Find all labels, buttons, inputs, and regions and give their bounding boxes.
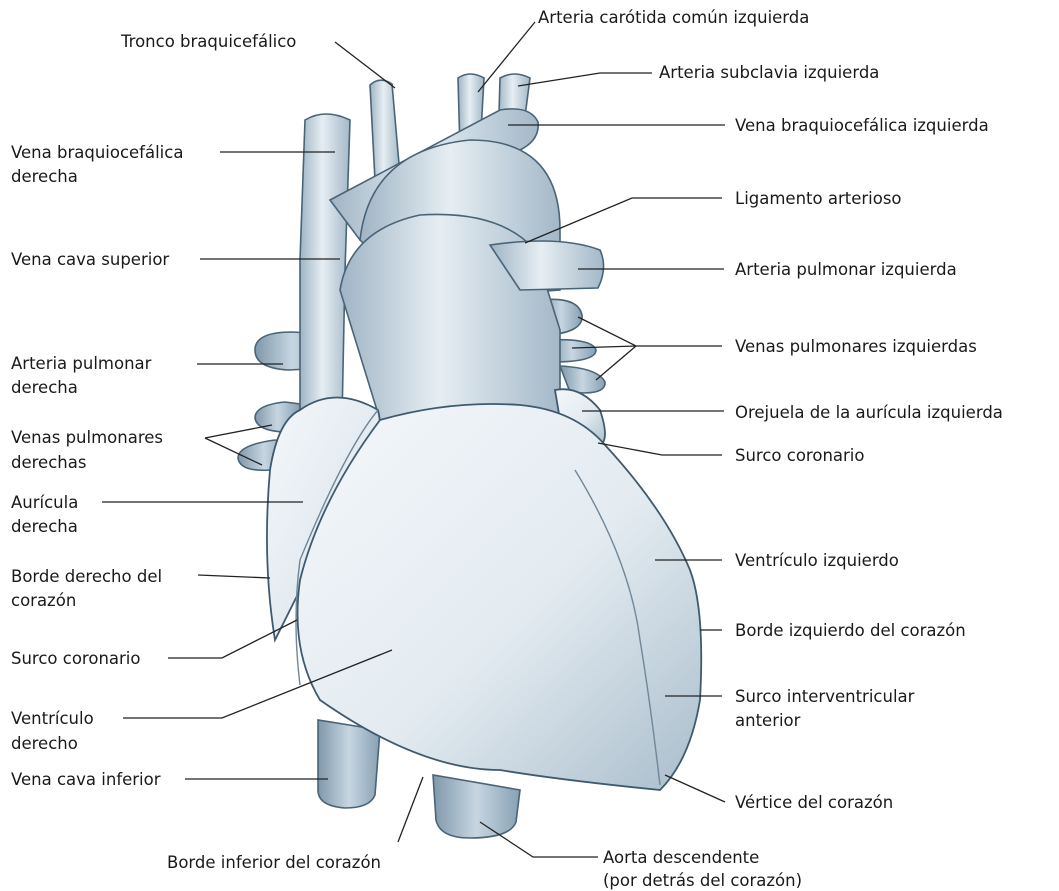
label-vena-braquio-der-1: Vena braquiocefálica bbox=[11, 143, 183, 162]
superior-vena-cava-shape bbox=[300, 114, 350, 420]
label-aorta-1: Aorta descendente bbox=[603, 848, 759, 867]
label-borde-der-1: Borde derecho del bbox=[11, 567, 162, 586]
label-borde-der-2: corazón bbox=[11, 591, 76, 610]
label-arteria-pulm-der-1: Arteria pulmonar bbox=[11, 354, 152, 373]
label-ligamento: Ligamento arterioso bbox=[735, 189, 902, 208]
label-auricula-1: Aurícula bbox=[11, 493, 78, 512]
label-vena-braquio-der-2: derecha bbox=[11, 167, 78, 186]
label-ventriculo-izq: Ventrículo izquierdo bbox=[735, 551, 899, 570]
label-venas-pulm-der-2: derechas bbox=[11, 453, 86, 472]
label-vertice: Vértice del corazón bbox=[735, 793, 893, 812]
label-arteria-pulm-der-2: derecha bbox=[11, 378, 78, 397]
label-borde-inf: Borde inferior del corazón bbox=[167, 853, 381, 872]
label-arteria-subclavia: Arteria subclavia izquierda bbox=[659, 63, 879, 82]
label-tronco-braquiocefalico: Tronco braquicefálico bbox=[120, 32, 296, 51]
descending-aorta-shape bbox=[433, 775, 520, 838]
label-arteria-carotida: Arteria carótida común izquierda bbox=[538, 8, 809, 27]
label-vena-cava-inf: Vena cava inferior bbox=[11, 770, 161, 789]
label-auricula-2: derecha bbox=[11, 517, 78, 536]
label-ventriculo-der-1: Ventrículo bbox=[11, 709, 94, 728]
label-orejuela: Orejuela de la aurícula izquierda bbox=[735, 403, 1003, 422]
label-ventriculo-der-2: derecho bbox=[11, 734, 78, 753]
great-vessels bbox=[300, 74, 604, 420]
label-vena-cava-sup: Vena cava superior bbox=[11, 250, 169, 269]
label-aorta-2: (por detrás del corazón) bbox=[603, 871, 802, 890]
label-surco-inter-1: Surco interventricular bbox=[735, 687, 915, 706]
label-surco-coronario-right-side: Surco coronario bbox=[735, 446, 864, 465]
label-venas-pulm-izq: Venas pulmonares izquierdas bbox=[735, 337, 977, 356]
label-surco-inter-2: anterior bbox=[735, 711, 801, 730]
label-vena-braquio-izq: Vena braquiocefálica izquierda bbox=[735, 116, 989, 135]
label-borde-izq: Borde izquierdo del corazón bbox=[735, 621, 966, 640]
label-arteria-pulm-izq: Arteria pulmonar izquierda bbox=[735, 260, 957, 279]
label-surco-coronario-left-side: Surco coronario bbox=[11, 649, 140, 668]
label-venas-pulm-der-1: Venas pulmonares bbox=[11, 428, 163, 447]
inferior-vena-cava-shape bbox=[318, 720, 380, 808]
